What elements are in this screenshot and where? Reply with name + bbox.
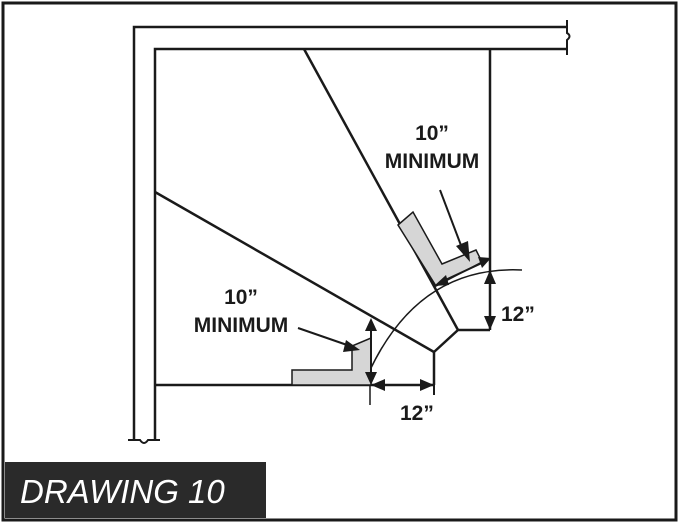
lower-min-word: MINIMUM	[194, 314, 288, 337]
lower-min-value: 10”	[224, 286, 258, 309]
lower-diagonal-partition	[154, 190, 435, 354]
break-mark-bottom	[128, 439, 160, 444]
lower-leader-line	[297, 327, 351, 347]
vdim-arrow-top	[484, 270, 496, 284]
wall-outline	[132, 25, 567, 440]
upper-min-value: 10”	[415, 122, 449, 145]
hdim-arrow-right	[420, 379, 434, 391]
break-mark-top	[566, 20, 571, 55]
drawing-title: DRAWING 10	[20, 473, 225, 510]
upper-leader-arrow	[456, 241, 470, 262]
lower-dim-arrow-a	[365, 318, 377, 331]
lower-leader-arrow	[343, 340, 360, 352]
vdim-arrow-bottom	[484, 316, 496, 330]
title-bar	[5, 462, 266, 518]
hdim-arrow-left	[371, 379, 385, 391]
vertical-twelve-inch-dimension	[484, 270, 496, 330]
upper-dim-arrow-a	[434, 275, 449, 286]
upper-ten-inch-dimension	[434, 257, 491, 286]
dim-vertical-label: 12”	[501, 303, 535, 326]
corner-fixture-outline	[432, 328, 490, 385]
upper-dim-arrow-b	[478, 257, 491, 268]
lower-ten-inch-dimension	[365, 318, 377, 385]
lower-dim-arrow-b	[365, 372, 377, 385]
upper-clearance-zone	[397, 210, 484, 287]
lower-clearance-zone	[291, 336, 372, 386]
upper-diagonal-partition	[302, 48, 460, 331]
inner-wall-line	[153, 47, 567, 440]
outer-wall-line	[132, 25, 567, 440]
upper-min-word: MINIMUM	[385, 150, 479, 173]
dim-horizontal-label: 12”	[400, 402, 434, 425]
clearance-arc	[369, 269, 523, 405]
upper-leader-line	[439, 189, 463, 249]
horizontal-twelve-inch-dimension	[371, 379, 435, 395]
